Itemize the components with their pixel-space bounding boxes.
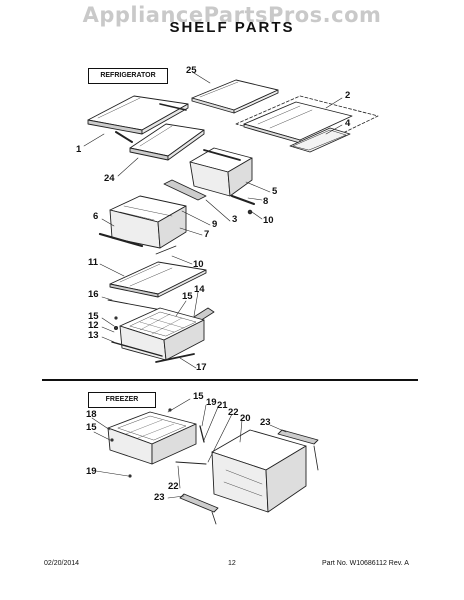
footer-part-number: Part No. W10686112 Rev. A	[322, 560, 409, 567]
freezer-section-label: FREEZER	[88, 392, 156, 408]
footer-date: 02/20/2014	[44, 560, 80, 567]
callout-19b: 19	[86, 466, 97, 477]
part-11-glass-shelf	[109, 261, 207, 298]
callout-21: 21	[217, 400, 228, 411]
callout-10a: 10	[263, 215, 274, 226]
part-12-clip	[113, 325, 119, 331]
callout-1: 1	[76, 144, 82, 155]
callout-23a: 23	[260, 417, 271, 428]
callout-2: 2	[345, 90, 351, 101]
part-23-lower-slide	[179, 493, 219, 525]
callout-22a: 22	[228, 407, 239, 418]
refrigerator-section-label: REFRIGERATOR	[88, 68, 168, 84]
page-title: SHELF PARTS	[169, 19, 295, 36]
part-24-shelf	[129, 123, 205, 161]
watermark-text: AppliancePartsPros.com	[82, 3, 382, 27]
callout-13: 13	[88, 330, 99, 341]
part-21-rod	[199, 425, 205, 443]
leader-lines	[83, 72, 343, 499]
part-6-crisper-drawer	[98, 195, 187, 255]
callout-22b: 22	[168, 481, 179, 492]
callout-11: 11	[88, 257, 99, 268]
part-18-freezer-basket	[107, 411, 197, 465]
callout-5: 5	[272, 186, 278, 197]
part-2-shelf-assembly	[235, 95, 379, 147]
callout-15b: 15	[88, 311, 99, 322]
footer-page-number: 12	[228, 560, 236, 567]
part-1-shelf	[87, 95, 189, 143]
part-20-freezer-basket	[211, 429, 307, 513]
callout-8: 8	[263, 196, 269, 207]
callout-18: 18	[86, 409, 97, 420]
section-divider	[42, 379, 418, 381]
callout-24: 24	[104, 173, 115, 184]
callout-23b: 23	[154, 492, 165, 503]
part-3-drawer-slide	[163, 179, 207, 201]
callout-7: 7	[204, 229, 210, 240]
callout-15d: 15	[86, 422, 97, 433]
callout-10b: 10	[193, 259, 204, 270]
callout-25: 25	[186, 65, 197, 76]
part-15-screws	[110, 316, 172, 478]
callout-4: 4	[345, 118, 351, 129]
part-4-shelf-insert	[289, 127, 351, 153]
part-5-drawer	[189, 147, 253, 197]
part-8-slide-rail	[231, 195, 255, 205]
part-17-rail	[155, 353, 195, 363]
callout-17: 17	[196, 362, 207, 373]
callout-14: 14	[194, 284, 205, 295]
callout-20: 20	[240, 413, 251, 424]
part-22-rod	[175, 461, 207, 465]
part-23-upper-slide	[277, 429, 319, 471]
callout-3: 3	[232, 214, 238, 225]
part-10-screw	[247, 209, 253, 215]
callout-16: 16	[88, 289, 99, 300]
callout-15a: 15	[182, 291, 193, 302]
callout-6: 6	[93, 211, 99, 222]
part-25-glass-shelf	[191, 79, 279, 114]
callout-19a: 19	[206, 397, 217, 408]
callout-12: 12	[88, 320, 99, 331]
part-13-deli-drawer	[111, 307, 205, 361]
callout-15c: 15	[193, 391, 204, 402]
callout-9: 9	[212, 219, 218, 230]
